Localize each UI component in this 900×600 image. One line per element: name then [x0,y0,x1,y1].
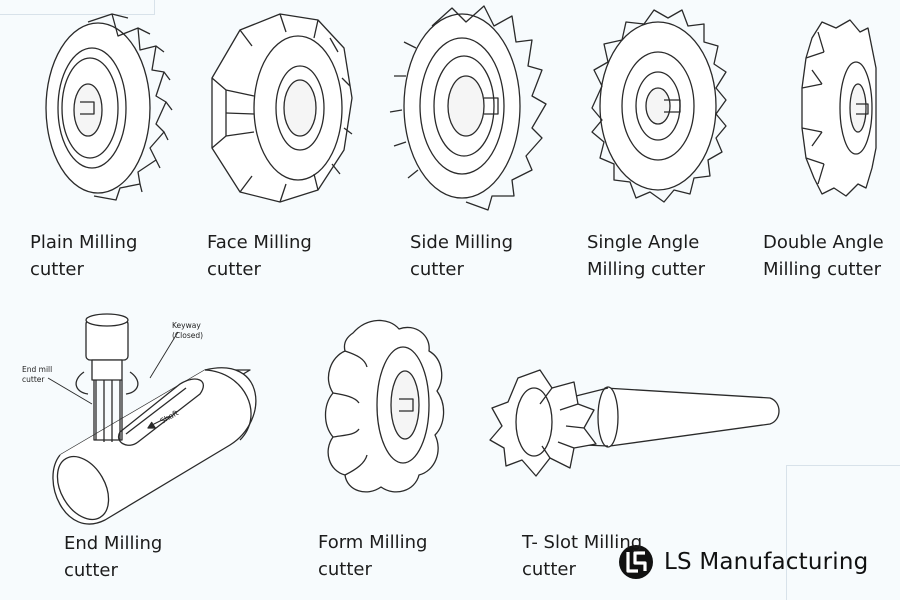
end-mill-callout-sublabel: cutter [22,375,45,384]
single-angle-milling-cutter-drawing [591,9,727,203]
frame-line-top [0,14,155,15]
frame-line-bottom-v [786,465,787,600]
keyway-callout-sublabel: (Closed) [172,331,203,340]
brand: LS Manufacturing [618,542,868,582]
keyway-callout-label: Keyway [172,321,201,330]
frame-line-top-v [154,0,155,15]
brand-logo-spacer [618,544,654,580]
ls-logo-icon [619,545,653,579]
brand-name: LS Manufacturing [664,549,869,575]
end-mill-callout-label: End mill [22,365,52,374]
t-slot-milling-cutter-drawing [489,369,780,477]
form-milling-cutter-drawing [324,319,445,493]
side-milling-cutter-drawing [389,5,547,211]
plain-milling-cutter-drawing [45,13,173,201]
face-milling-cutter-drawing [211,13,353,203]
double-angle-milling-cutter-drawing [801,19,877,197]
frame-line-bottom [786,465,900,466]
end-milling-cutter-drawing [47,313,257,525]
